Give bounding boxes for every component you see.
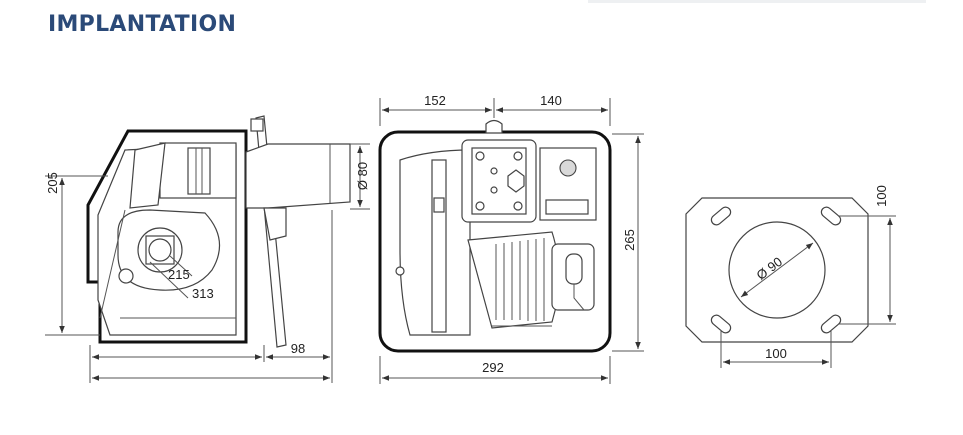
plate-slot-bottom-right bbox=[820, 314, 842, 334]
dim-front-140: 140 bbox=[540, 93, 562, 108]
page-title: IMPLANTATION bbox=[48, 12, 237, 37]
plate-slot-top-right bbox=[820, 206, 842, 226]
side-view: 205 Ø 80 215 313 98 bbox=[45, 115, 370, 383]
mounting-plate-view: Ø 90 100 100 bbox=[685, 185, 896, 368]
dim-plate-bolt-vertical: 100 bbox=[874, 185, 889, 207]
side-blast-tube bbox=[245, 143, 351, 209]
front-lifting-eye bbox=[485, 119, 503, 134]
front-motor-fins bbox=[495, 238, 545, 321]
top-divider-bar bbox=[588, 0, 926, 3]
dim-plate-bolt-horizontal: 100 bbox=[765, 346, 787, 361]
front-relay-button bbox=[559, 159, 577, 177]
plate-slot-top-left bbox=[710, 206, 732, 226]
dim-215: 215 bbox=[168, 267, 190, 282]
front-view: 152 140 265 292 bbox=[378, 93, 644, 384]
side-small-circle bbox=[118, 268, 134, 284]
side-motor-cap bbox=[187, 147, 211, 195]
front-control-knob bbox=[507, 169, 525, 193]
side-tube-lower bbox=[263, 207, 287, 241]
dim-front-height: 265 bbox=[622, 229, 637, 251]
dim-313: 313 bbox=[192, 286, 214, 301]
front-strip-clip bbox=[433, 197, 445, 213]
dim-front-total-width: 292 bbox=[482, 360, 504, 375]
dim-flange-diameter: Ø 80 bbox=[355, 162, 370, 190]
dim-front-152: 152 bbox=[424, 93, 446, 108]
plate-slot-bottom-left bbox=[710, 314, 732, 334]
side-flange-bolt bbox=[250, 118, 264, 132]
front-capacitor bbox=[565, 253, 583, 285]
front-vertical-strip bbox=[431, 159, 447, 333]
dim-98: 98 bbox=[291, 341, 305, 356]
side-fan-hub bbox=[148, 238, 172, 262]
side-cover bbox=[129, 142, 166, 209]
dim-side-height: 205 bbox=[45, 172, 60, 194]
